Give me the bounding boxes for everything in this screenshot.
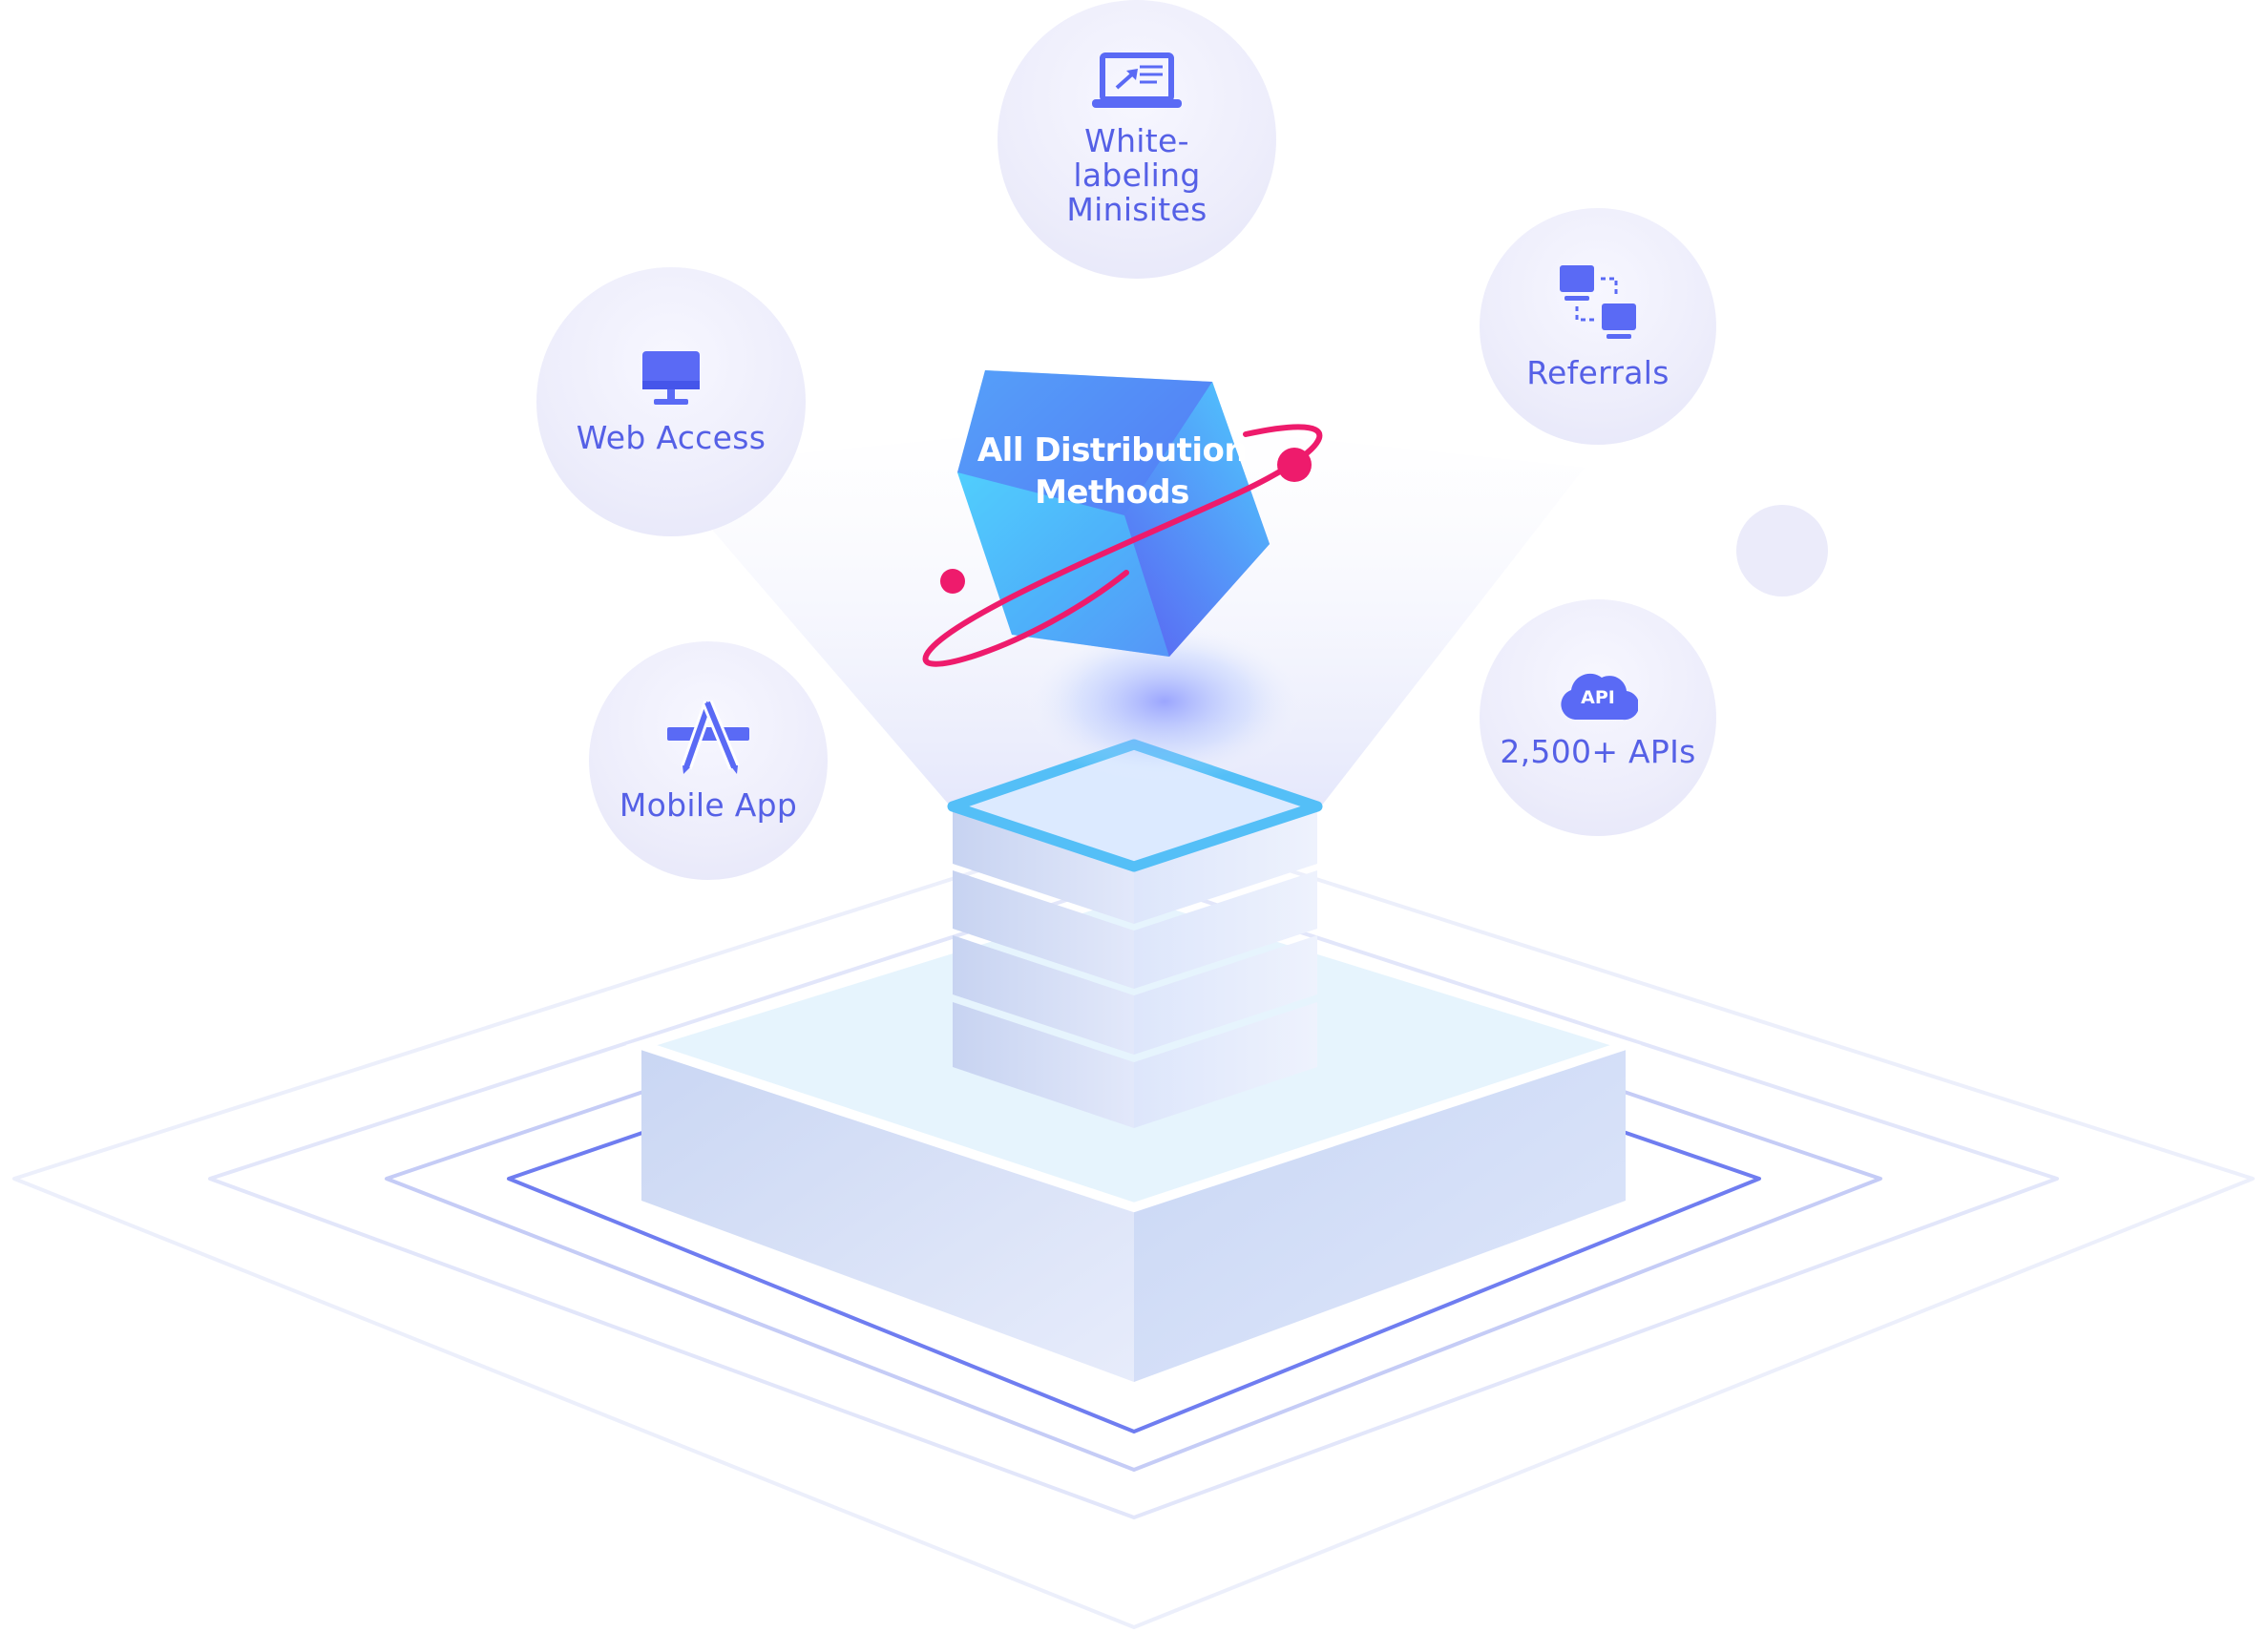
method-referrals: Referrals: [1480, 208, 1716, 445]
method-label: 2,500+ APIs: [1500, 733, 1696, 770]
connected-computers-icon: [1557, 262, 1639, 343]
method-white-labeling-minisites: White-labeling Minisites: [998, 0, 1276, 279]
ring-outer: [12, 819, 2255, 1629]
method-label: White-labeling Minisites: [1066, 122, 1208, 228]
laptop-icon: [1090, 52, 1184, 111]
stack-top: [947, 739, 1323, 872]
server-stack: [947, 739, 1323, 1128]
desktop-monitor-icon: [640, 348, 703, 408]
ring-3: [385, 924, 1882, 1472]
method-label: Referrals: [1526, 354, 1670, 391]
method-web-access: Web Access: [536, 267, 806, 536]
orbit-dot-large: [1277, 448, 1312, 482]
ring-4: [208, 876, 2059, 1519]
orbit-dot-small: [940, 569, 965, 594]
method-label: Mobile App: [619, 786, 798, 824]
orbit-ring: [922, 424, 1323, 667]
cube-glow: [1021, 620, 1308, 783]
decorative-bubble: [1736, 505, 1828, 596]
method-mobile-app: Mobile App: [589, 641, 828, 880]
method-label: Web Access: [576, 419, 766, 456]
api-cloud-icon: API: [1558, 666, 1638, 722]
method-apis: API 2,500+ APIs: [1480, 599, 1716, 836]
center-label: All Distribution Methods: [976, 431, 1248, 512]
app-store-icon: [665, 699, 751, 775]
api-icon-text: API: [1581, 687, 1615, 708]
distribution-cube: [957, 370, 1270, 657]
